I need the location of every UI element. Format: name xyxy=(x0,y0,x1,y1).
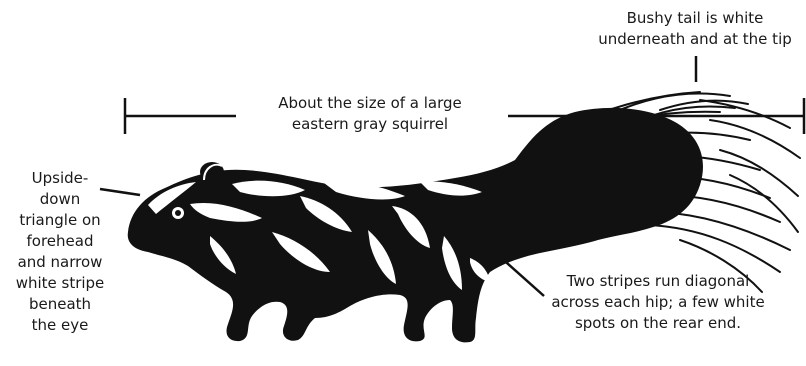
hip-annotation-line-2: across each hip; a few white xyxy=(528,292,788,313)
face-annotation-line-3: triangle on xyxy=(0,210,120,231)
face-annotation-line-2: down xyxy=(0,189,120,210)
skunk-eye-pupil xyxy=(175,210,181,216)
face-annotation-line-1: Upside- xyxy=(0,168,120,189)
face-annotation-line-6: white stripe xyxy=(0,273,120,294)
face-annotation-line-4: forehead xyxy=(0,231,120,252)
size-annotation-line-2: eastern gray squirrel xyxy=(250,114,490,135)
tail-annotation-line-2: underneath and at the tip xyxy=(590,29,800,50)
size-annotation: About the size of a large eastern gray s… xyxy=(250,93,490,135)
hip-annotation-line-3: spots on the rear end. xyxy=(528,313,788,334)
size-annotation-line-1: About the size of a large xyxy=(250,93,490,114)
face-annotation: Upside- down triangle on forehead and na… xyxy=(0,168,120,336)
tail-annotation-line-1: Bushy tail is white xyxy=(590,8,800,29)
hip-annotation: Two stripes run diagonal across each hip… xyxy=(528,271,788,334)
face-annotation-line-7: beneath xyxy=(0,294,120,315)
face-annotation-line-5: and narrow xyxy=(0,252,120,273)
tail-annotation: Bushy tail is white underneath and at th… xyxy=(590,8,800,50)
face-annotation-line-8: the eye xyxy=(0,315,120,336)
hip-annotation-line-1: Two stripes run diagonal xyxy=(528,271,788,292)
